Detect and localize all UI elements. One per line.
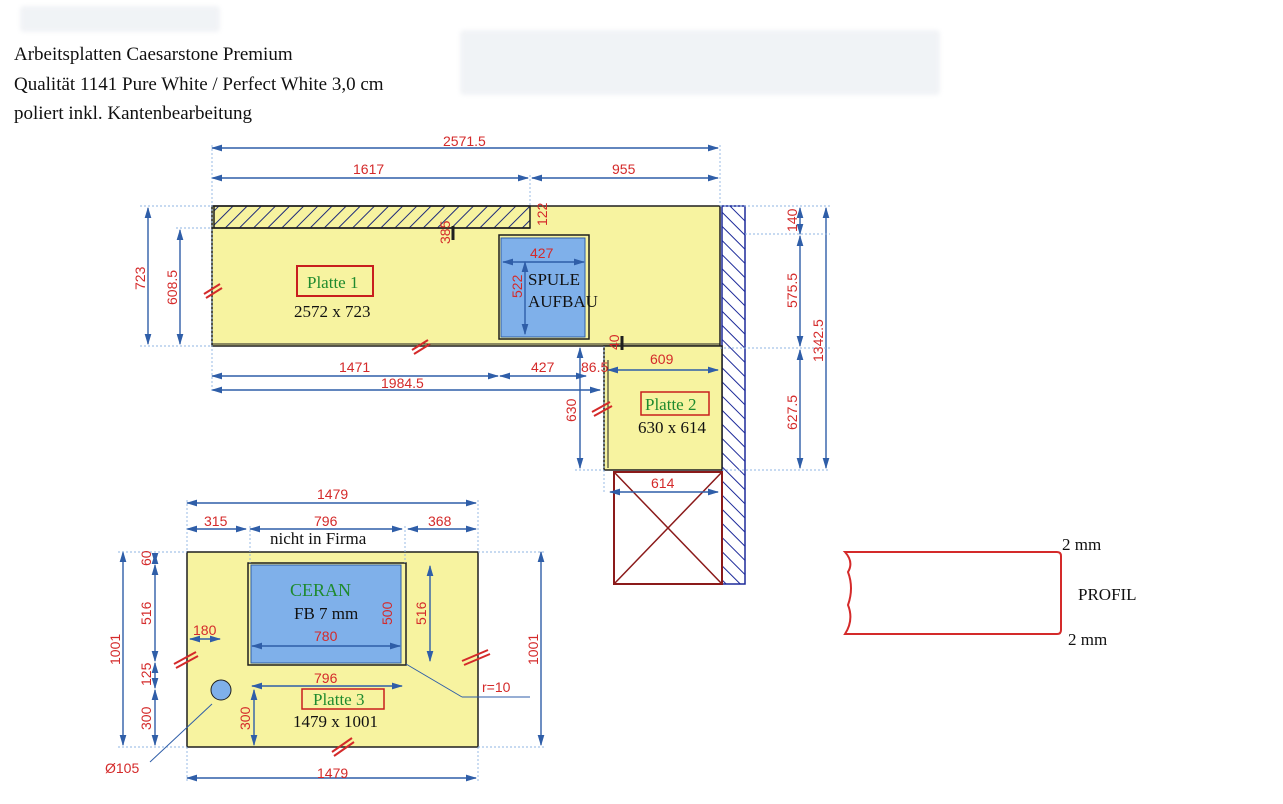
blurred-header-block bbox=[460, 30, 940, 95]
platte-2-label-box bbox=[640, 391, 710, 416]
dim-368: 368 bbox=[428, 513, 452, 529]
header-line-3: poliert inkl. Kantenbearbeitung bbox=[14, 103, 252, 124]
platte-1-size: 2572 x 723 bbox=[294, 302, 371, 321]
dim-1001-left: 1001 bbox=[107, 634, 123, 665]
dimension-lines bbox=[119, 144, 830, 782]
dim-614: 614 bbox=[651, 475, 675, 491]
platte-1-label-box bbox=[296, 265, 374, 297]
ceran-frame bbox=[247, 562, 407, 666]
blurred-tab bbox=[20, 6, 220, 32]
dim-723: 723 bbox=[132, 266, 148, 290]
dim-1479-bottom: 1479 bbox=[317, 765, 348, 781]
dim-522: 522 bbox=[509, 274, 525, 298]
platte-1-wall-hatch bbox=[213, 205, 531, 229]
ceran-label-1: CERAN bbox=[290, 580, 351, 600]
nicht-in-firma: nicht in Firma bbox=[270, 529, 367, 548]
r10-leader bbox=[405, 663, 463, 698]
dim-180: 180 bbox=[193, 622, 217, 638]
profile-outline bbox=[842, 551, 1062, 635]
dim-516-left: 516 bbox=[138, 601, 154, 625]
profile-drawing bbox=[842, 551, 1062, 635]
dim-6275: 627.5 bbox=[784, 395, 800, 430]
sink-cutout bbox=[498, 234, 590, 340]
dim-19845: 1984.5 bbox=[381, 375, 424, 391]
dimension-texts: 2571.5 1617 955 723 608.5 385 122 427 52… bbox=[105, 133, 826, 781]
dim-40: 40 bbox=[606, 334, 622, 350]
profil-label: PROFIL bbox=[1078, 585, 1137, 604]
dim-122: 122 bbox=[534, 202, 550, 226]
profil-top: 2 mm bbox=[1062, 535, 1101, 554]
dim-1001-right: 1001 bbox=[525, 634, 541, 665]
dim-630: 630 bbox=[563, 398, 579, 422]
sink-label-1: SPULE bbox=[528, 270, 580, 289]
dim-427a: 427 bbox=[530, 245, 554, 261]
dim-516-right: 516 bbox=[413, 601, 429, 625]
dim-d105: Ø105 bbox=[105, 760, 139, 776]
dim-955: 955 bbox=[612, 161, 636, 177]
header-line-1: Arbeitsplatten Caesarstone Premium bbox=[14, 44, 293, 65]
platte-2 bbox=[603, 345, 723, 471]
dim-315: 315 bbox=[204, 513, 228, 529]
header-line-2: Qualität 1141 Pure White / Perfect White… bbox=[14, 73, 384, 95]
platte-3-label: Platte 3 bbox=[313, 690, 364, 709]
sink-basin bbox=[500, 237, 586, 338]
sink-label-2: AUFBAU bbox=[528, 292, 598, 311]
d105-leader bbox=[149, 703, 213, 763]
dim-1479-top: 1479 bbox=[317, 486, 348, 502]
dim-608: 608.5 bbox=[164, 270, 180, 305]
dishwasher-outline bbox=[613, 471, 723, 585]
dim-140: 140 bbox=[784, 208, 800, 232]
right-wall-hatch bbox=[721, 205, 746, 585]
dim-796-bottom: 796 bbox=[314, 670, 338, 686]
dim-125: 125 bbox=[138, 662, 154, 686]
break-marks bbox=[173, 283, 613, 757]
dim-427b: 427 bbox=[531, 359, 555, 375]
dim-1617: 1617 bbox=[353, 161, 384, 177]
platte-3-size: 1479 x 1001 bbox=[293, 712, 378, 731]
dim-r10: r=10 bbox=[482, 679, 511, 695]
dim-300b: 300 bbox=[237, 706, 253, 730]
dim-500: 500 bbox=[379, 601, 395, 625]
leader-lines bbox=[118, 145, 830, 782]
dim-1471: 1471 bbox=[339, 359, 370, 375]
profil-bottom: 2 mm bbox=[1068, 630, 1107, 649]
dim-609: 609 bbox=[650, 351, 674, 367]
ceran-label-2: FB 7 mm bbox=[294, 604, 358, 623]
dim-13425: 1342.5 bbox=[810, 319, 826, 362]
dim-60: 60 bbox=[138, 550, 154, 566]
tap-hole bbox=[210, 679, 232, 701]
platte-3-label-box bbox=[301, 688, 385, 710]
dim-780: 780 bbox=[314, 628, 338, 644]
platte-1-label: Platte 1 bbox=[307, 273, 358, 292]
dim-865: 86.5 bbox=[581, 359, 608, 375]
dim-300a: 300 bbox=[138, 706, 154, 730]
dim-796-top: 796 bbox=[314, 513, 338, 529]
dim-385: 385 bbox=[437, 220, 453, 244]
dim-2571: 2571.5 bbox=[443, 133, 486, 149]
platte-2-size: 630 x 614 bbox=[638, 418, 707, 437]
platte-2-label: Platte 2 bbox=[645, 395, 696, 414]
dim-5755: 575.5 bbox=[784, 273, 800, 308]
platte-1 bbox=[211, 205, 721, 347]
header-text: Arbeitsplatten Caesarstone Premium Quali… bbox=[14, 40, 384, 129]
